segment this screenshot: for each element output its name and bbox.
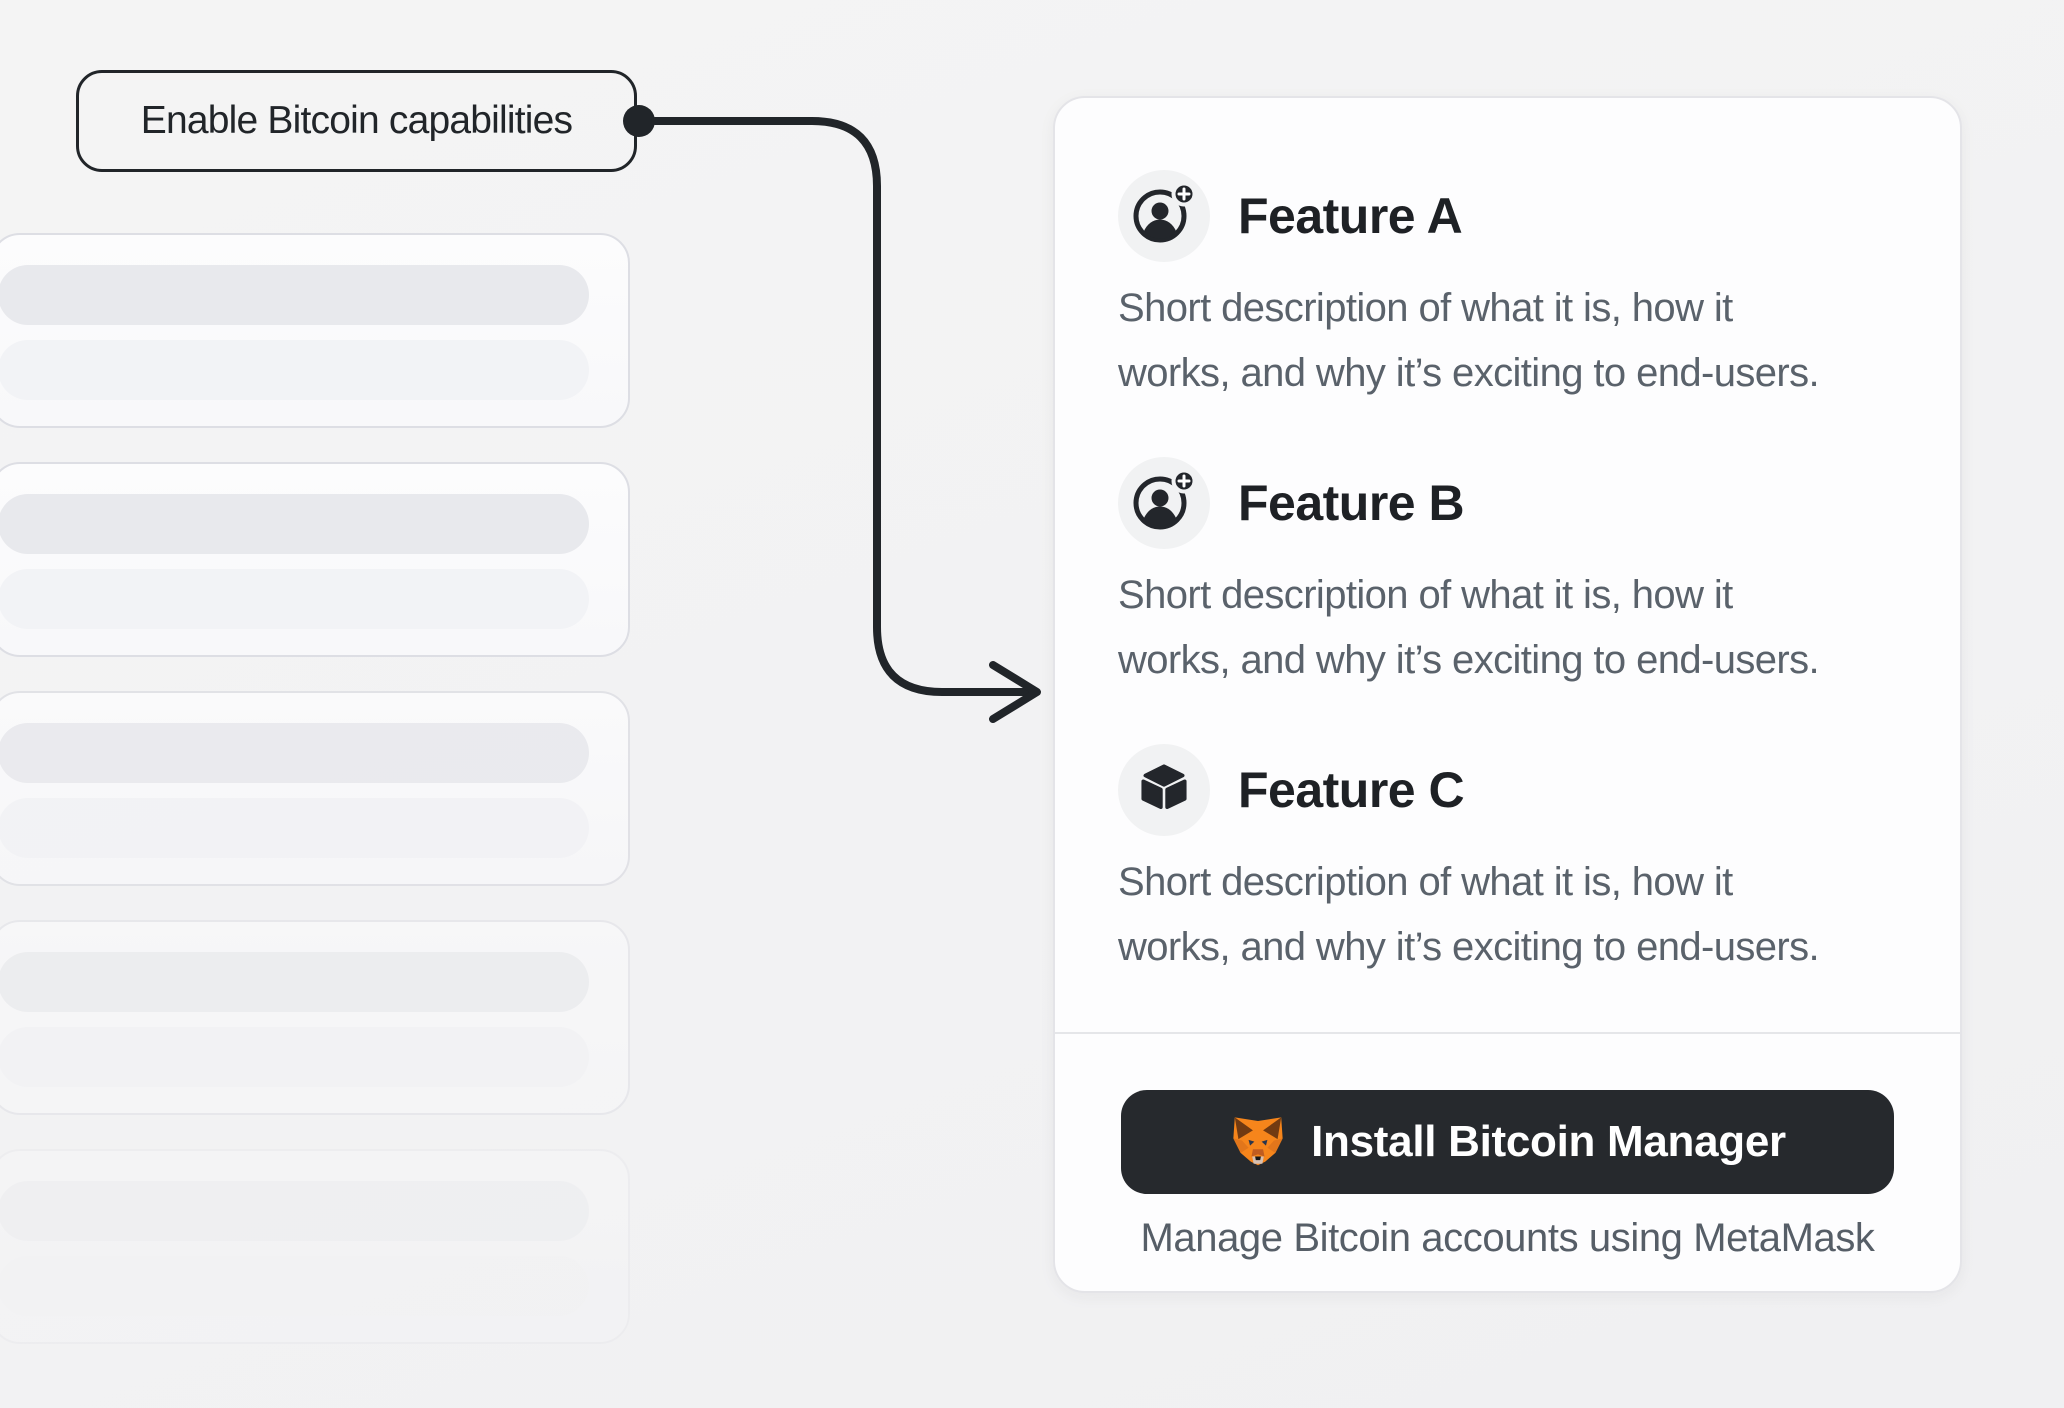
annotation-label: Enable Bitcoin capabilities (140, 99, 573, 142)
feature-panel: Feature A Short description of what it i… (1053, 96, 1962, 1293)
skeleton-bar (0, 1256, 589, 1316)
icon-chip (1118, 744, 1210, 836)
user-add-icon (1133, 181, 1197, 250)
skeleton-card (0, 691, 630, 886)
skeleton-bar (0, 1181, 589, 1241)
feature-group-a: Feature A Short description of what it i… (1118, 170, 1900, 406)
feature-head: Feature B (1118, 457, 1900, 549)
install-button-label: Install Bitcoin Manager (1311, 1117, 1786, 1166)
user-add-icon (1133, 468, 1197, 537)
icon-chip (1118, 457, 1210, 549)
skeleton-column (0, 233, 630, 1344)
skeleton-bar (0, 569, 589, 629)
icon-chip (1118, 170, 1210, 262)
skeleton-bar (0, 265, 589, 325)
feature-title: Feature B (1238, 475, 1465, 531)
feature-description: Short description of what it is, how it … (1118, 573, 1820, 682)
skeleton-card (0, 462, 630, 657)
card-divider (1055, 1032, 1960, 1034)
skeleton-card (0, 920, 630, 1115)
feature-description: Short description of what it is, how it … (1118, 860, 1820, 969)
skeleton-bar (0, 952, 589, 1012)
cube-icon (1136, 760, 1192, 821)
skeleton-bar (0, 798, 589, 858)
skeleton-bar (0, 1027, 589, 1087)
skeleton-bar (0, 723, 589, 783)
feature-head: Feature A (1118, 170, 1900, 262)
metamask-fox-icon (1229, 1115, 1287, 1169)
skeleton-bar (0, 340, 589, 400)
feature-group-c: Feature C Short description of what it i… (1118, 744, 1900, 980)
feature-title: Feature C (1238, 762, 1465, 818)
install-caption: Manage Bitcoin accounts using MetaMask (1140, 1216, 1875, 1260)
install-bitcoin-manager-button[interactable]: Install Bitcoin Manager (1121, 1090, 1894, 1194)
skeleton-card (0, 1149, 630, 1344)
feature-head: Feature C (1118, 744, 1900, 836)
skeleton-card (0, 233, 630, 428)
install-section: Install Bitcoin Manager Manage Bitcoin a… (1055, 1034, 1960, 1262)
skeleton-bar (0, 494, 589, 554)
annotation-callout: Enable Bitcoin capabilities (76, 70, 637, 172)
feature-group-b: Feature B Short description of what it i… (1118, 457, 1900, 693)
feature-description: Short description of what it is, how it … (1118, 286, 1820, 395)
feature-title: Feature A (1238, 188, 1463, 244)
features-section: Feature A Short description of what it i… (1055, 98, 1960, 1032)
